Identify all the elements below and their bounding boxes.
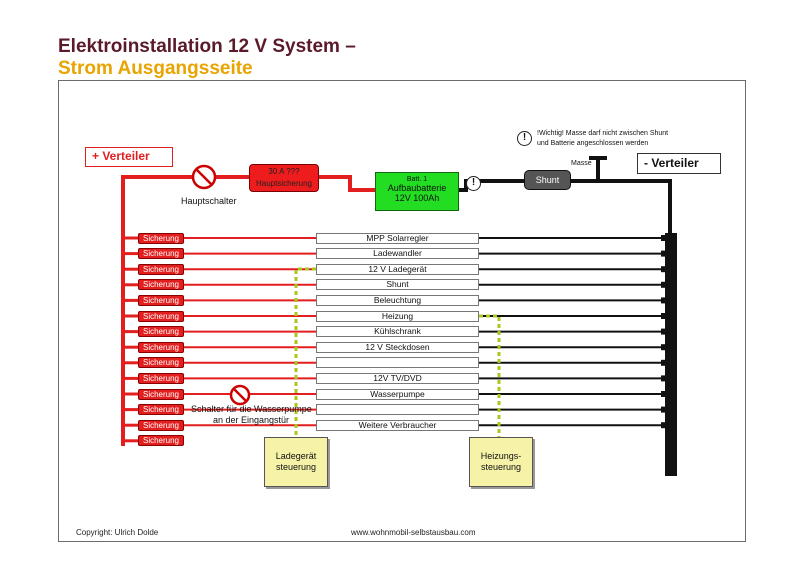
bus-terminals (661, 235, 666, 429)
pump-switch-line-1: Schalter für die Wasserpumpe (191, 404, 312, 414)
battery-name: Aufbaubatterie (387, 183, 447, 193)
consumer-box: Ladewandler (316, 248, 479, 260)
charger-controller-line-1: Ladegerät (275, 451, 317, 461)
diagram-frame (58, 80, 746, 542)
pump-switch-icon (229, 384, 251, 406)
main-switch-icon (191, 164, 217, 190)
fuse: Sicherung (138, 419, 184, 431)
bus-terminal (661, 422, 666, 429)
battery: Batt. 1 Aufbaubatterie 12V 100Ah (375, 172, 459, 211)
plus-distributor: + Verteiler (85, 147, 173, 167)
warning-line-2: und Batterie angeschlossen werden (537, 140, 649, 147)
main-switch-label: Hauptschalter (181, 196, 237, 206)
warning-icon: ! (466, 176, 481, 191)
bus-terminal (661, 328, 666, 335)
heater-controller: Heizungs- steuerung (469, 437, 533, 487)
fuse: Sicherung (138, 326, 184, 338)
warning-icon: ! (517, 131, 532, 146)
consumer-box: 12V TV/DVD (316, 372, 479, 384)
consumer-box (316, 357, 479, 369)
fuse: Sicherung (138, 310, 184, 322)
heater-controller-line-2: steuerung (480, 462, 522, 472)
charger-controller-line-2: steuerung (275, 462, 317, 472)
heater-controller-line-1: Heizungs- (480, 451, 522, 461)
consumer-box: Heizung (316, 310, 479, 322)
consumer-box: Weitere Verbraucher (316, 419, 479, 431)
bus-terminal (661, 235, 666, 241)
copyright: Copyright: Ulrich Dolde (76, 528, 159, 537)
bus-terminal (661, 406, 666, 413)
fuse: Sicherung (138, 372, 184, 384)
fuse: Sicherung (138, 279, 184, 291)
main-fuse-rating: 30 A ??? (268, 167, 300, 176)
page-title: Elektroinstallation 12 V System – (58, 36, 356, 57)
bus-terminal (661, 313, 666, 319)
consumer-box: 12 V Ladegerät (316, 263, 479, 275)
negative-bus-bar (665, 233, 677, 476)
consumer-box: Wasserpumpe (316, 388, 479, 400)
pump-switch-label: Schalter für die Wasserpumpe an der Eing… (191, 404, 312, 426)
consumer-box: 12 V Steckdosen (316, 341, 479, 353)
main-fuse-label: Hauptsicherung (255, 179, 313, 188)
bus-terminal (661, 266, 666, 273)
shunt: Shunt (524, 170, 571, 190)
pump-switch-line-2: an der Eingangstür (212, 415, 290, 425)
fuse: Sicherung (138, 357, 184, 369)
bus-terminal (661, 344, 666, 351)
fuse: Sicherung (138, 341, 184, 353)
page-subtitle: Strom Ausgangsseite (58, 58, 253, 79)
main-fuse: 30 A ??? Hauptsicherung (249, 164, 319, 192)
battery-spec: 12V 100Ah (394, 193, 440, 203)
fuse: Sicherung (138, 388, 184, 400)
bus-terminal (661, 391, 666, 397)
consumer-box: MPP Solarregler (316, 232, 479, 244)
website: www.wohnmobil-selbstausbau.com (351, 528, 476, 537)
fuse: Sicherung (138, 404, 184, 416)
fuse: Sicherung (138, 263, 184, 275)
control-wires (294, 267, 501, 437)
battery-id: Batt. 1 (406, 176, 428, 183)
consumer-box: Kühlschrank (316, 326, 479, 338)
bus-terminal (661, 359, 666, 366)
fuse: Sicherung (138, 435, 184, 447)
bus-terminal (661, 375, 666, 382)
consumer-box: Beleuchtung (316, 294, 479, 306)
warning-line-1: !Wichtig! Masse darf nicht zwischen Shun… (537, 130, 669, 137)
consumer-box: Shunt (316, 279, 479, 291)
bus-terminal (661, 250, 666, 257)
warning-note: !Wichtig! Masse darf nicht zwischen Shun… (537, 129, 668, 149)
bus-terminal (661, 297, 666, 304)
branch-wires (123, 236, 665, 443)
consumer-box (316, 404, 479, 416)
charger-controller: Ladegerät steuerung (264, 437, 328, 487)
fuse: Sicherung (138, 232, 184, 244)
fuse: Sicherung (138, 248, 184, 260)
minus-distributor: - Verteiler (637, 153, 721, 174)
fuse: Sicherung (138, 294, 184, 306)
ground-label: Masse (571, 160, 592, 167)
bus-terminal (661, 281, 666, 288)
